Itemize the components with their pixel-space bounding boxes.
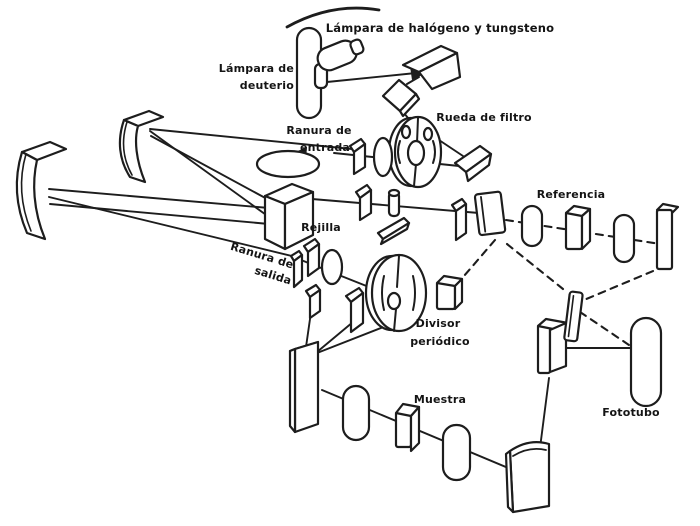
filter-wheel-icon bbox=[387, 115, 443, 189]
label-reference: Referencia bbox=[537, 188, 606, 201]
detector-mirror-icon bbox=[563, 290, 584, 343]
diamond-mirror-icon bbox=[381, 78, 421, 118]
reference-mirror-icon bbox=[655, 202, 680, 271]
lower-plate-icon bbox=[304, 283, 322, 320]
sample-mirror-right-icon bbox=[504, 441, 551, 514]
lamp-housing-arc-icon bbox=[285, 6, 381, 29]
sample-cell-icon bbox=[394, 402, 421, 453]
mid-slit-icon bbox=[354, 183, 373, 222]
detector-plate-icon bbox=[536, 317, 570, 375]
collimating-mirror-icon bbox=[118, 109, 165, 184]
label-deuterium-lamp-line2: deuterio bbox=[240, 79, 294, 92]
deflect-mirror-icon bbox=[376, 216, 411, 246]
label-sample: Muestra bbox=[414, 393, 466, 406]
entrance-lens-icon bbox=[372, 136, 394, 178]
label-phototube: Fototubo bbox=[602, 406, 660, 419]
label-chopper-line1: Divisor bbox=[416, 317, 461, 330]
exit-lens-icon bbox=[320, 248, 344, 286]
beamsplitter-block-icon bbox=[473, 190, 507, 237]
fold-mirror-icon bbox=[401, 44, 462, 91]
entrance-slit-icon bbox=[348, 137, 367, 176]
label-chopper-line2: periódico bbox=[410, 335, 470, 348]
small-cube-icon bbox=[435, 274, 464, 311]
grating-icon bbox=[263, 182, 315, 251]
phototube-icon bbox=[629, 316, 663, 408]
lower-mirror-icon bbox=[344, 286, 365, 334]
filter-wheel-mirror-icon bbox=[453, 144, 493, 183]
beamsplitter-slit-icon bbox=[450, 197, 468, 242]
tungsten-lamp-icon bbox=[316, 38, 365, 72]
sample-mirror-left-icon bbox=[288, 340, 320, 434]
label-entrance-slit-line2: entrada bbox=[300, 141, 350, 154]
label-entrance-slit-line1: Ranura de bbox=[286, 124, 351, 137]
reference-cell-icon bbox=[564, 204, 592, 251]
deuterium-lamp-icon bbox=[295, 26, 329, 120]
label-halogen-tungsten-lamp: Lámpara de halógeno y tungsteno bbox=[326, 21, 554, 35]
chopper-icon bbox=[364, 253, 428, 333]
reference-lens-1-icon bbox=[520, 204, 544, 248]
sample-lens-1-icon bbox=[341, 384, 371, 442]
exit-slit-icon bbox=[289, 237, 321, 289]
reference-lens-2-icon bbox=[612, 213, 636, 264]
mid-cylinder-icon bbox=[387, 188, 401, 218]
label-grating: Rejilla bbox=[301, 221, 341, 234]
label-deuterium-lamp-line1: Lámpara de bbox=[219, 62, 294, 75]
label-filter-wheel: Rueda de filtro bbox=[436, 111, 532, 124]
sample-lens-2-icon bbox=[441, 423, 472, 482]
focusing-mirror-icon bbox=[15, 140, 68, 241]
bench-ellipse-icon bbox=[255, 149, 321, 179]
